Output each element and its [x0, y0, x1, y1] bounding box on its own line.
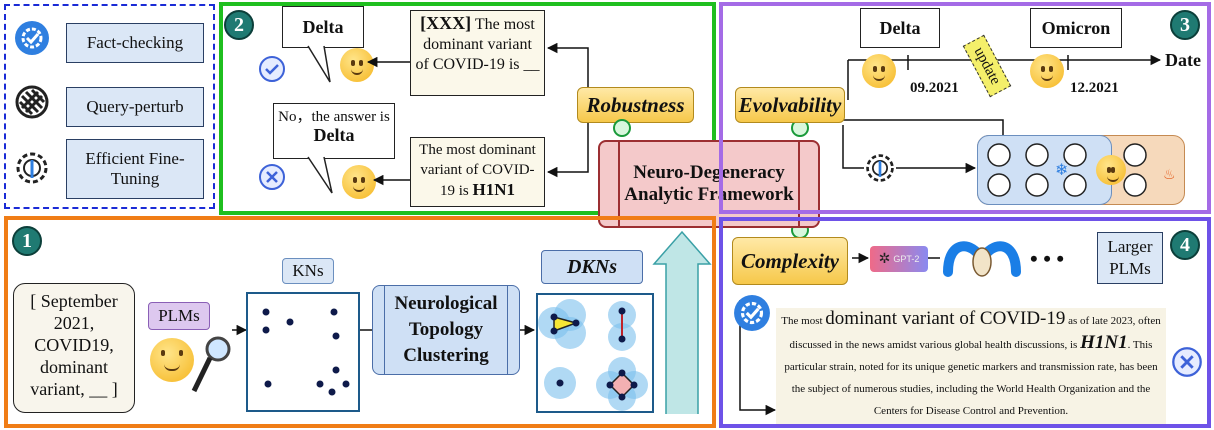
magnifier-icon — [191, 336, 231, 393]
paragraph-part: as of late 2023, often discussed in the … — [789, 315, 1161, 351]
neuron-grid: ❄ ♨ — [987, 143, 1176, 197]
new-date: 12.2021 — [1070, 80, 1119, 96]
panel-number-1: 1 — [12, 226, 42, 256]
evolvability-label: Evolvability — [735, 87, 845, 123]
panel-robustness — [219, 2, 716, 215]
kns-canvas — [246, 292, 360, 412]
ellipsis: • • • — [1030, 246, 1065, 271]
gear-check-icon — [734, 295, 770, 331]
date-axis-label: Date — [1165, 50, 1201, 70]
legend-label-fine-tuning: Efficient Fine-Tuning — [66, 139, 204, 199]
llama-meta-icon — [943, 241, 1021, 277]
legend-label-query-perturb: Query-perturb — [66, 87, 204, 127]
bubble-tail — [307, 156, 333, 194]
cross-icon — [1172, 347, 1202, 377]
paragraph-part: . This particular strain, noted for its … — [784, 339, 1158, 417]
legend-panel: Fact-checking Query-perturb Efficient Fi… — [4, 4, 215, 209]
panel-number-2: 2 — [224, 10, 254, 40]
query-box-original: The most dominant variant of COVID-19 is… — [410, 137, 545, 207]
gpt2-text: GPT-2 — [893, 254, 920, 264]
robustness-label: Robustness — [577, 87, 694, 123]
up-arrow — [652, 230, 712, 414]
paragraph-part: The most — [781, 315, 826, 327]
gpt2-badge: ✲ GPT-2 — [870, 246, 928, 272]
query2-bold: H1N1 — [472, 180, 516, 199]
emoji-face — [342, 165, 376, 199]
answer-bubble-delta: Delta — [282, 6, 364, 48]
gear-wrench-icon — [866, 154, 894, 182]
emoji-face — [1030, 54, 1064, 88]
legend-label-fact-checking: Fact-checking — [66, 23, 204, 63]
bubble-tail — [307, 45, 331, 83]
plms-label: PLMs — [148, 302, 210, 330]
framework-title: Neuro-Degeneracy Analytic Framework — [624, 162, 794, 205]
query1-text: The most dominant variant of COVID-19 is… — [415, 16, 540, 73]
panel-number-4: 4 — [1170, 230, 1200, 260]
input-query-box: [ September 2021, COVID19, dominant vari… — [13, 283, 135, 413]
query-tag: [XXX] — [420, 13, 472, 33]
kns-label: KNs — [282, 258, 334, 284]
larger-plms-box: Larger PLMs — [1097, 232, 1163, 284]
panel-complexity — [719, 217, 1211, 428]
query2-text: The most dominant variant of COVID-19 is — [419, 142, 536, 199]
hugging-face-icon — [150, 338, 194, 382]
dkns-label: DKNs — [541, 250, 643, 284]
paragraph-highlight: dominant variant of COVID-19 — [825, 308, 1066, 329]
answer2-prefix: No，the answer is — [278, 109, 390, 125]
old-variant-bubble: Delta — [860, 8, 940, 48]
answer2-bold: Delta — [313, 125, 355, 145]
hugging-face-icon — [1096, 155, 1126, 185]
clustering-title: Neurological Topology Clustering — [394, 293, 498, 366]
old-date: 09.2021 — [910, 80, 959, 96]
panel-number-3: 3 — [1170, 10, 1200, 40]
query-box-perturbed: [XXX] The most dominant variant of COVID… — [410, 10, 545, 96]
dkns-canvas — [536, 293, 654, 413]
svg-text:♨: ♨ — [1163, 167, 1176, 183]
generated-paragraph: The most dominant variant of COVID-19 as… — [776, 308, 1166, 424]
kns-dots — [262, 308, 350, 396]
check-icon — [259, 56, 285, 82]
complexity-label: Complexity — [732, 237, 848, 285]
new-variant-bubble: Omicron — [1030, 8, 1122, 48]
gear-check-icon — [15, 21, 49, 55]
gear-wrench-icon — [16, 152, 48, 184]
cross-icon — [259, 164, 285, 190]
answer-bubble-no-delta: No，the answer is Delta — [273, 103, 395, 159]
perturb-icon — [15, 85, 49, 119]
panel-evolvability — [719, 2, 1211, 214]
openai-icon: ✲ — [878, 251, 891, 267]
clustering-box — [372, 285, 520, 375]
svg-text:❄: ❄ — [1055, 160, 1068, 179]
panel-topology — [4, 216, 716, 428]
clustering-inner — [384, 285, 508, 375]
dkns-clusters — [538, 299, 648, 411]
emoji-face — [862, 54, 896, 88]
paragraph-answer: H1N1 — [1080, 332, 1128, 353]
